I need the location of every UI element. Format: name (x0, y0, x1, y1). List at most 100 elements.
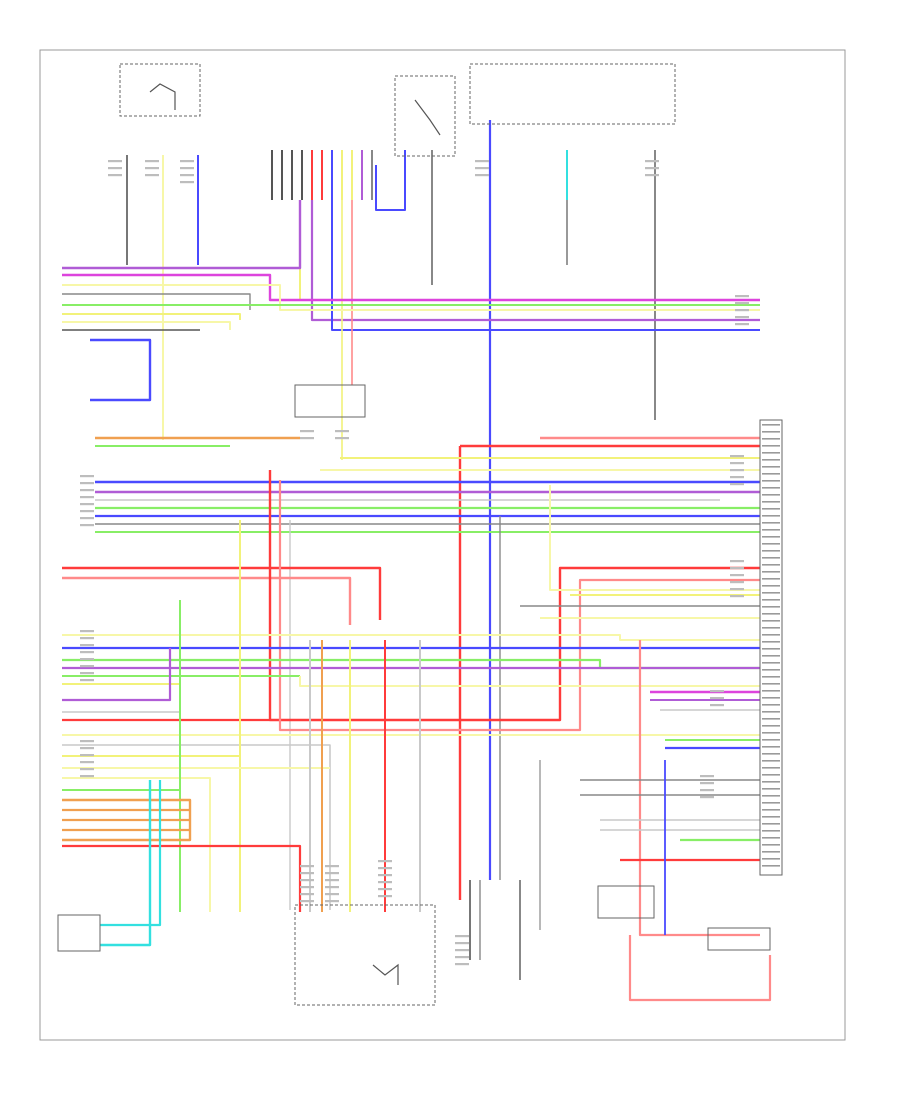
wire-label-marks (730, 588, 744, 591)
wire-label-marks (300, 893, 314, 896)
label-tick-layer (80, 160, 780, 966)
wire-label-marks (108, 167, 122, 170)
ecm-pin-mark (762, 662, 780, 664)
wire-label-marks (735, 316, 749, 319)
ecm-pin-mark (762, 809, 780, 811)
sensor-loop (90, 338, 152, 402)
ecm-pin-mark (762, 557, 780, 559)
ecm-pin-mark (762, 634, 780, 636)
wire-label-marks (730, 455, 744, 458)
ecm-pin-mark (762, 683, 780, 685)
ecm-pin-mark (762, 473, 780, 475)
ecm-pin-mark (762, 669, 780, 671)
wire-layer (62, 120, 772, 1002)
wire-label-marks (300, 900, 314, 903)
sensor-loop (100, 780, 162, 927)
wire-label-marks (710, 697, 724, 700)
wire-label-marks (730, 469, 744, 472)
wire-label-marks (80, 740, 94, 743)
wire-label-marks (80, 775, 94, 778)
right-sensor-outline (707, 927, 771, 951)
sensor-loop (100, 780, 152, 947)
harness-row (299, 676, 760, 687)
feed-wire (375, 150, 406, 211)
ecm-pin-mark (762, 711, 780, 713)
wire-label-marks (378, 874, 392, 877)
component-layer (57, 63, 783, 1006)
ecm-wire (549, 485, 760, 591)
wire-label-marks (325, 893, 339, 896)
ecm-pin-mark (762, 732, 780, 734)
ecm-pin-mark (762, 529, 780, 531)
ecm-pin-mark (762, 613, 780, 615)
top-left-switch-outline (119, 63, 201, 117)
wire-label-marks (730, 462, 744, 465)
wire-label-marks (145, 174, 159, 177)
lower-right-wire (638, 640, 760, 937)
ecm-pin-mark (762, 788, 780, 790)
ecm-pin-mark (762, 690, 780, 692)
wire-label-marks (378, 895, 392, 898)
connector-block-outline (294, 384, 366, 418)
ecm-pin-mark (762, 452, 780, 454)
wire-label-marks (300, 430, 314, 433)
ecm-pin-mark (762, 718, 780, 720)
harness-row (62, 321, 231, 330)
ecm-pin-mark (762, 522, 780, 524)
left-sensor-outline (57, 914, 101, 952)
loop-wire (278, 480, 760, 732)
ecm-pin-mark (762, 431, 780, 433)
wire-label-marks (325, 865, 339, 868)
ecm-pin-mark (762, 571, 780, 573)
harness-row (62, 273, 760, 302)
ecm-pin-mark (762, 830, 780, 832)
ecm-pin-mark (762, 725, 780, 727)
wire-label-marks (335, 430, 349, 433)
ecm-pin-mark (762, 704, 780, 706)
relay-block-outline (597, 885, 655, 919)
wire-label-marks (80, 665, 94, 668)
wire-label-marks (80, 658, 94, 661)
ecm-pin-mark (762, 648, 780, 650)
control-module-connector-outline (294, 904, 436, 1006)
harness-row (62, 844, 302, 912)
wire-label-marks (735, 323, 749, 326)
harness-row (62, 313, 241, 320)
wire-label-marks (455, 935, 469, 938)
ecm-pin-mark (762, 515, 780, 517)
wire-label-marks (145, 167, 159, 170)
ecm-pin-mark (762, 466, 780, 468)
wire-label-marks (735, 309, 749, 312)
wire-label-marks (325, 872, 339, 875)
wire-label-marks (300, 879, 314, 882)
ecm-pin-mark (762, 578, 780, 580)
harness-row (62, 744, 331, 910)
wire-label-marks (730, 483, 744, 486)
wire-label-marks (735, 302, 749, 305)
ecm-pin-mark (762, 774, 780, 776)
wire-label-marks (300, 437, 314, 440)
wire-label-marks (455, 963, 469, 966)
ecm-pin-mark (762, 865, 780, 867)
wire-label-marks (80, 651, 94, 654)
ecm-pin-mark (762, 550, 780, 552)
wire-label-marks (180, 160, 194, 163)
ecm-connector-strip (759, 419, 783, 876)
bus-wire (310, 200, 760, 322)
wire-label-marks (80, 489, 94, 492)
wire-label-marks (80, 496, 94, 499)
wire-label-marks (180, 181, 194, 184)
wire-label-marks (378, 860, 392, 863)
ecm-pin-mark (762, 508, 780, 510)
ecm-pin-mark (762, 592, 780, 594)
wire-label-marks (475, 160, 489, 163)
bus-wire (331, 200, 760, 331)
wire-label-marks (455, 949, 469, 952)
wire-label-marks (300, 865, 314, 868)
wire-label-marks (700, 775, 714, 778)
wire-label-marks (700, 789, 714, 792)
wire-label-marks (145, 160, 159, 163)
ecm-pin-mark (762, 599, 780, 601)
